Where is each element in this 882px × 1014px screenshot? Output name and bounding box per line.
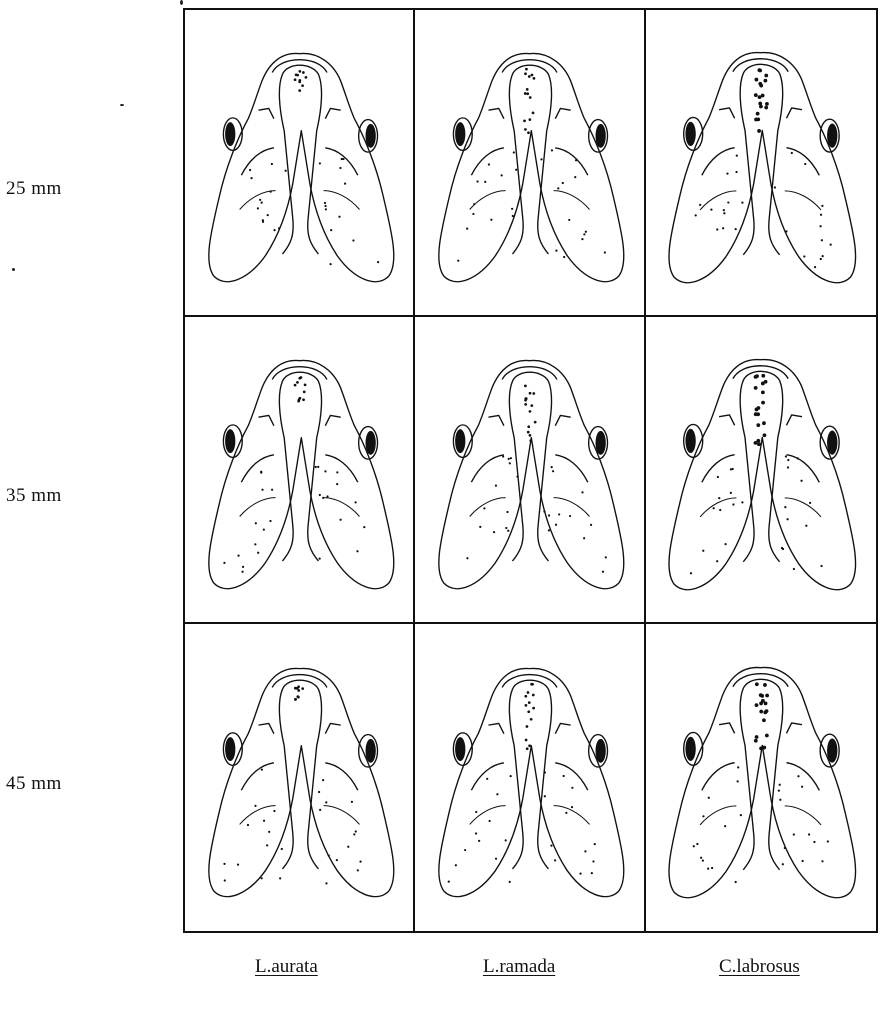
head-drawing-45mm-c-labrosus — [650, 630, 871, 925]
head-outline — [439, 361, 624, 589]
drawing-grid — [183, 8, 878, 933]
row-label-35mm: 35 mm — [6, 485, 62, 507]
column-label-l-aurata: L.aurata — [255, 956, 318, 978]
column-label-c-labrosus: C.labrosus — [719, 956, 800, 978]
head-outline — [439, 669, 624, 897]
head-outline — [208, 361, 393, 589]
row-label-25mm: 25 mm — [6, 178, 62, 200]
grid-cell — [415, 317, 645, 624]
grid-cell — [415, 10, 645, 317]
head-drawing-45mm-l-aurata — [190, 630, 409, 925]
grid-cell — [415, 624, 645, 931]
scan-speck — [12, 268, 15, 271]
column-label-l-ramada: L.ramada — [483, 956, 555, 978]
grid-cell — [646, 317, 876, 624]
head-drawing-25mm-l-aurata — [190, 16, 409, 309]
head-drawing-35mm-l-aurata — [190, 323, 409, 616]
head-drawing-35mm-l-ramada — [420, 323, 639, 616]
grid-cell — [185, 624, 415, 931]
head-outline — [208, 54, 393, 282]
scan-speck — [180, 0, 183, 5]
row-label-45mm: 45 mm — [6, 773, 62, 795]
grid-cell — [646, 624, 876, 931]
head-drawing-45mm-l-ramada — [420, 630, 639, 925]
grid-cell — [185, 317, 415, 624]
scan-speck — [120, 104, 124, 106]
grid-cell — [646, 10, 876, 317]
head-drawing-25mm-l-ramada — [420, 16, 639, 309]
grid-cell — [185, 10, 415, 317]
head-drawing-35mm-c-labrosus — [650, 323, 871, 616]
head-drawing-25mm-c-labrosus — [650, 16, 871, 309]
head-outline — [439, 54, 624, 282]
head-outline — [208, 669, 393, 897]
